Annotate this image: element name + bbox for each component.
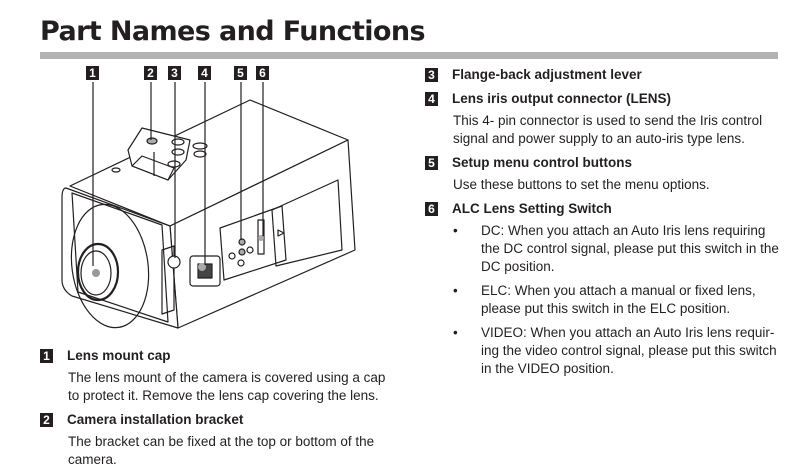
option-dc: • DC: When you attach an Auto Iris lens … [453,222,785,276]
item-number-badge: 4 [425,92,438,106]
item-name: Lens iris output connector (LENS) [452,91,672,106]
alc-switch-options: • DC: When you attach an Auto Iris lens … [453,222,785,378]
item-name: Lens mount cap [67,348,171,363]
option-video: • VIDEO: When you attach an Auto Iris le… [453,324,785,378]
right-column: 3 Flange-back adjustment lever 4 Lens ir… [425,66,785,390]
callout-4: 4 [198,66,211,80]
part-item-3: 3 Flange-back adjustment lever [425,66,785,84]
callout-3: 3 [168,66,181,80]
item-number-badge: 2 [40,413,53,427]
option-elc: • ELC: When you attach a manual or fixed… [453,282,785,318]
option-text: VIDEO: When you attach an Auto Iris lens… [481,325,777,376]
title-divider [40,52,778,59]
item-name: Setup menu control buttons [452,155,632,170]
callout-6: 6 [256,66,269,80]
item-description: The lens mount of the camera is covered … [68,370,386,403]
item-description: The bracket can be fixed at the top or b… [68,434,375,467]
callout-5: 5 [234,66,247,80]
part-item-6: 6 ALC Lens Setting Switch • DC: When you… [425,200,785,384]
item-name: ALC Lens Setting Switch [452,201,612,216]
item-description: This 4- pin connector is used to send th… [453,113,763,146]
part-item-5: 5 Setup menu control buttons Use these b… [425,154,785,194]
callout-2: 2 [144,66,157,80]
page-title: Part Names and Functions [40,16,426,47]
item-number-badge: 6 [425,202,438,216]
item-name: Camera installation bracket [67,412,244,427]
item-description: Use these buttons to set the menu option… [453,177,710,192]
part-item-2: 2 Camera installation bracket The bracke… [40,411,390,469]
camera-diagram: 1 2 3 4 5 6 [50,60,380,340]
bullet-icon: • [453,283,458,298]
bullet-icon: • [453,223,458,238]
item-number-badge: 1 [40,349,53,363]
camera-illustration [61,82,356,329]
callout-1: 1 [86,66,99,80]
option-text: DC: When you attach an Auto Iris lens re… [481,223,779,274]
item-name: Flange-back adjustment lever [452,67,642,82]
part-item-4: 4 Lens iris output connector (LENS) This… [425,90,785,148]
left-column: 1 Lens mount cap The lens mount of the c… [40,347,390,475]
part-item-1: 1 Lens mount cap The lens mount of the c… [40,347,390,405]
bullet-icon: • [453,325,458,340]
item-number-badge: 3 [425,68,438,82]
option-text: ELC: When you attach a manual or fixed l… [481,283,756,316]
item-number-badge: 5 [425,156,438,170]
